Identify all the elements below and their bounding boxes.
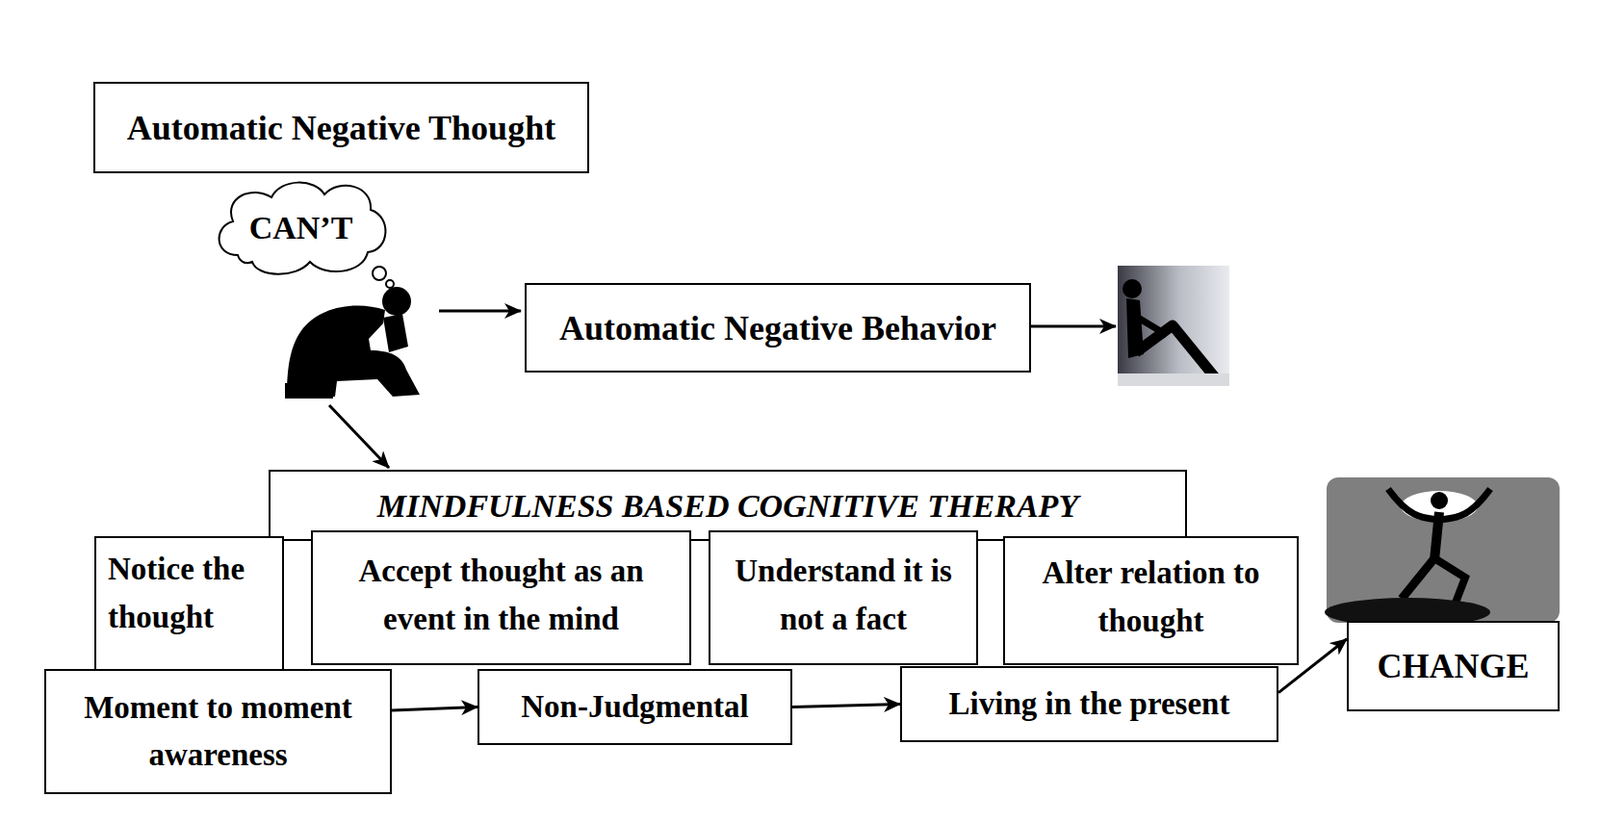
- node-text: Living in the present: [915, 680, 1264, 729]
- flow-arrow: [329, 405, 389, 468]
- node-text: Automatic Negative Thought: [108, 102, 574, 155]
- step-box: Accept thought as an event in the mind: [310, 530, 692, 666]
- node-text: Moment to moment awareness: [59, 684, 377, 780]
- node-text: Understand it is not a fact: [723, 547, 963, 644]
- process-box: Non-Judgmental: [477, 669, 793, 746]
- flow-arrow: [391, 707, 478, 711]
- node-text: Non-Judgmental: [492, 683, 777, 732]
- process-box: Moment to moment awareness: [44, 669, 392, 795]
- process-box: Living in the present: [900, 666, 1279, 743]
- flow-arrow: [1278, 639, 1347, 694]
- node-text: Notice the thought: [107, 545, 269, 642]
- flow-arrow: [438, 309, 521, 313]
- flow-arrow: [792, 704, 901, 708]
- step-box: Notice the thought: [94, 536, 284, 674]
- thought-box: Automatic Negative Thought: [93, 81, 590, 174]
- thought-bubble: [386, 280, 394, 288]
- sitting-figure: [1117, 265, 1230, 387]
- node-text: Accept thought as an event in the mind: [326, 547, 676, 644]
- node-text: Alter relation to thought: [1018, 549, 1284, 646]
- node-text: CAN’T: [222, 203, 380, 253]
- thinker-figure: [284, 286, 420, 399]
- outcome-box: CHANGE: [1346, 620, 1560, 712]
- flow-arrow: [1031, 325, 1116, 329]
- thought-cloud: CAN’T: [208, 173, 393, 282]
- change-icon: [1324, 477, 1560, 627]
- step-box: Alter relation to thought: [1003, 536, 1299, 666]
- node-text: CHANGE: [1362, 640, 1545, 693]
- step-box: Understand it is not a fact: [708, 530, 979, 666]
- cloud-outline: [219, 182, 387, 275]
- header-text: MINDFULNESS BASED COGNITIVE THERAPY: [283, 481, 1172, 531]
- thought-bubble: [372, 266, 387, 281]
- node-text: Automatic Negative Behavior: [540, 302, 1016, 355]
- behavior-box: Automatic Negative Behavior: [524, 283, 1032, 373]
